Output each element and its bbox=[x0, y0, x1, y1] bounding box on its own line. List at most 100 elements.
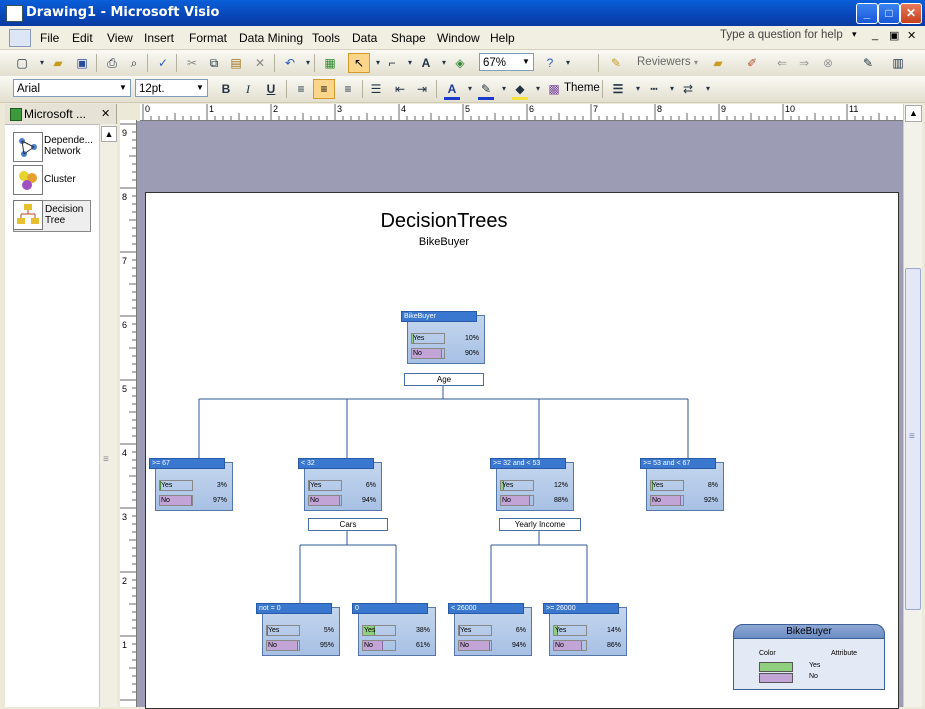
bullets-icon[interactable]: ☰ bbox=[370, 82, 382, 96]
line-color-icon[interactable]: ✎ bbox=[478, 81, 494, 100]
decrease-indent-icon[interactable]: ⇤ bbox=[394, 82, 406, 96]
pointer-tool-icon[interactable]: ↖ bbox=[348, 53, 370, 73]
line-weight-icon[interactable]: ☰ bbox=[612, 82, 624, 96]
align-right-icon[interactable]: ≡ bbox=[344, 82, 352, 96]
paste-icon[interactable]: ▤ bbox=[230, 56, 242, 70]
menu-help[interactable]: Help bbox=[490, 31, 515, 45]
menu-file[interactable]: File bbox=[40, 31, 60, 45]
fill-color-dropdown-icon[interactable]: ▾ bbox=[535, 84, 540, 93]
menu-tools[interactable]: Tools bbox=[312, 31, 341, 45]
markup-icon[interactable]: ✎ bbox=[610, 56, 622, 70]
scrollbar-thumb[interactable]: ≡ bbox=[905, 268, 921, 610]
print-preview-icon[interactable]: ⌕ bbox=[130, 56, 138, 70]
theme-button[interactable]: Theme bbox=[564, 82, 600, 94]
reviewers-dropdown-icon[interactable]: ▾ bbox=[693, 58, 698, 67]
new-comment-icon[interactable]: ▰ bbox=[713, 56, 723, 70]
line-weight-dropdown-icon[interactable]: ▾ bbox=[635, 84, 640, 93]
font-dropdown-icon[interactable]: ▼ bbox=[119, 83, 127, 92]
stencil-scrollbar[interactable]: ▲ ≡ bbox=[99, 124, 117, 707]
doc-minimize-icon[interactable]: _ bbox=[872, 29, 879, 41]
cut-icon[interactable]: ✂ bbox=[186, 56, 198, 70]
stencil-item-dependency-network[interactable]: Depende... Network bbox=[13, 132, 93, 162]
delete-icon[interactable]: ✕ bbox=[254, 56, 266, 70]
font-size-dropdown-icon[interactable]: ▼ bbox=[196, 83, 204, 92]
font-color-dropdown-icon[interactable]: ▾ bbox=[467, 84, 472, 93]
reviewers-dropdown[interactable]: Reviewers bbox=[637, 56, 691, 68]
track-markup-icon[interactable]: ✎ bbox=[862, 56, 874, 70]
document-icon[interactable] bbox=[9, 29, 31, 47]
open-icon[interactable]: ▰ bbox=[53, 56, 63, 70]
scroll-up-icon[interactable]: ▲ bbox=[905, 105, 922, 122]
doc-close-icon[interactable]: ✕ bbox=[907, 30, 917, 42]
split-label-age[interactable]: Age bbox=[404, 373, 484, 386]
next-markup-icon[interactable]: ⇒ bbox=[798, 56, 810, 70]
copy-icon[interactable]: ⧉ bbox=[209, 56, 219, 70]
maximize-button[interactable]: □ bbox=[878, 3, 900, 24]
reject-icon[interactable]: ⊗ bbox=[822, 56, 834, 70]
menu-insert[interactable]: Insert bbox=[144, 31, 175, 45]
zoom-dropdown-icon[interactable]: ▼ bbox=[522, 57, 530, 66]
ink-icon[interactable]: ✐ bbox=[746, 56, 758, 70]
font-color-icon[interactable]: A bbox=[444, 81, 460, 100]
horizontal-ruler[interactable]: 0 1 2 3 4 5 6 7 8 9 10 11 bbox=[140, 104, 903, 121]
print-icon[interactable]: ⎙ bbox=[107, 56, 117, 70]
help-dropdown-icon[interactable]: ▾ bbox=[565, 58, 570, 67]
pointer-dropdown-icon[interactable]: ▾ bbox=[375, 58, 380, 67]
menu-data[interactable]: Data bbox=[352, 31, 378, 45]
stencil-scroll-up-icon[interactable]: ▲ bbox=[101, 126, 117, 142]
menu-edit[interactable]: Edit bbox=[72, 31, 93, 45]
prev-markup-icon[interactable]: ⇐ bbox=[776, 56, 788, 70]
split-label-yearly-income[interactable]: Yearly Income bbox=[499, 518, 581, 531]
new-dropdown-icon[interactable]: ▾ bbox=[39, 58, 44, 67]
stencil-close-icon[interactable]: ✕ bbox=[101, 108, 111, 120]
line-pattern-dropdown-icon[interactable]: ▾ bbox=[669, 84, 674, 93]
menu-window[interactable]: Window bbox=[437, 31, 480, 45]
align-center-icon[interactable]: ≡ bbox=[313, 79, 335, 99]
font-size-combo[interactable]: 12pt. ▼ bbox=[135, 79, 208, 97]
save-icon[interactable]: ▣ bbox=[76, 56, 88, 70]
new-icon[interactable]: ▢ bbox=[16, 56, 28, 70]
align-left-icon[interactable]: ≡ bbox=[297, 82, 305, 96]
help-dropdown-icon[interactable]: ▾ bbox=[852, 29, 857, 39]
close-button[interactable]: ✕ bbox=[900, 3, 922, 24]
bold-button[interactable]: B bbox=[221, 82, 231, 96]
fill-color-icon[interactable]: ◆ bbox=[512, 81, 528, 100]
connector-dropdown-icon[interactable]: ▾ bbox=[407, 58, 412, 67]
text-dropdown-icon[interactable]: ▾ bbox=[441, 58, 446, 67]
vertical-ruler[interactable]: 9 8 7 6 5 4 3 2 1 bbox=[120, 120, 137, 707]
help-question-input[interactable]: Type a question for help bbox=[720, 29, 843, 41]
legend[interactable]: BikeBuyer Color Attribute Yes No bbox=[733, 624, 885, 690]
spelling-icon[interactable]: ✓ bbox=[157, 56, 169, 70]
italic-button[interactable]: I bbox=[246, 82, 250, 96]
menu-data-mining[interactable]: Data Mining bbox=[239, 31, 304, 45]
format-painter-icon[interactable]: ◈ bbox=[455, 56, 465, 70]
stencil-header[interactable]: Microsoft ... ✕ bbox=[5, 104, 116, 125]
shapes-window-icon[interactable]: ▦ bbox=[324, 56, 336, 70]
connector-tool-icon[interactable]: ⌐ bbox=[388, 56, 396, 70]
undo-icon[interactable]: ↶ bbox=[284, 56, 296, 70]
line-pattern-icon[interactable]: ┅ bbox=[650, 82, 658, 96]
reviewing-pane-icon[interactable]: ▥ bbox=[892, 56, 904, 70]
visio-app-icon[interactable] bbox=[6, 5, 23, 22]
menu-view[interactable]: View bbox=[107, 31, 133, 45]
text-tool-icon[interactable]: A bbox=[421, 56, 431, 70]
stencil-item-decision-tree[interactable]: Decision Tree bbox=[13, 200, 91, 232]
theme-icon[interactable]: ▩ bbox=[548, 82, 560, 96]
minimize-button[interactable]: _ bbox=[856, 3, 878, 24]
line-ends-icon[interactable]: ⇄ bbox=[682, 82, 694, 96]
underline-button[interactable]: U bbox=[266, 82, 276, 96]
help-icon[interactable]: ? bbox=[546, 56, 554, 70]
menu-format[interactable]: Format bbox=[189, 31, 228, 45]
doc-restore-icon[interactable]: ▣ bbox=[889, 30, 900, 42]
split-label-cars[interactable]: Cars bbox=[308, 518, 388, 531]
undo-dropdown-icon[interactable]: ▾ bbox=[305, 58, 310, 67]
